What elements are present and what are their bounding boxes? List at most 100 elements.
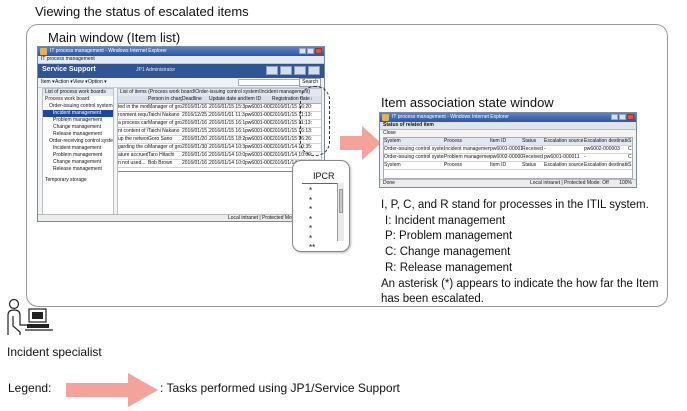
column-header[interactable]: Escalation source item ID: [544, 138, 584, 144]
table-cell: pw6001-000011: [490, 146, 522, 152]
figure-title: Viewing the status of escalated items: [35, 4, 249, 19]
table-cell: Escalation source item ID: [544, 162, 584, 168]
minimize-button[interactable]: [299, 48, 306, 54]
table-cell: -: [544, 146, 546, 152]
table-cell: Escalation destination item ID: [584, 162, 628, 168]
escalation-mark: *: [309, 186, 313, 195]
tree-node[interactable]: Change management: [53, 124, 102, 130]
column-header[interactable]: Person in charge: [148, 96, 182, 102]
table-cell: 2016/01/20 18:00: [182, 136, 209, 142]
search-input[interactable]: [238, 79, 308, 86]
tree-node[interactable]: Order-receiving control system: [49, 138, 113, 144]
ipcr-zoom-callout: IPCR * * * * * * **: [292, 160, 350, 252]
column-header[interactable]: Escalation destination item ID: [584, 138, 628, 144]
table-cell: Item ID: [490, 162, 507, 168]
ipcr-highlight: [300, 86, 330, 156]
item-list: List of items (Process work board\Order-…: [117, 88, 322, 216]
tree-node[interactable]: Process work board: [45, 96, 90, 102]
column-header[interactable]: Item ID: [490, 138, 507, 144]
table-cell: Problem management: [444, 154, 490, 160]
table-cell: 2016/01/14 10:09:02: [272, 152, 312, 158]
settings-icon[interactable]: [280, 66, 292, 75]
close-link[interactable]: Close: [383, 130, 396, 136]
tree-node[interactable]: Release management: [53, 131, 102, 137]
help-icon[interactable]: [294, 66, 306, 75]
column-header[interactable]: System: [384, 138, 401, 144]
column-header[interactable]: Registration date and: [272, 96, 312, 102]
table-cell: Status: [522, 162, 537, 168]
main-window: IT process management - Windows Internet…: [37, 46, 325, 222]
column-header[interactable]: Deadline: [182, 96, 202, 102]
item-list-header: List of items (Process work board\Order-…: [118, 89, 321, 96]
table-row[interactable]: garding the compan...Manager of groupB20…: [118, 144, 321, 152]
logout-icon[interactable]: [308, 66, 320, 75]
table-cell: 2016/01/30 17:00: [182, 144, 209, 150]
app-banner: Service Support JP1 Administrator: [38, 64, 324, 78]
ipcr-header: IPCR: [313, 171, 335, 181]
table-row[interactable]: ronment request...Taichi Nakano2016/12/2…: [118, 112, 321, 120]
panel-title: Status of related item: [380, 122, 636, 130]
tree-node[interactable]: Release management: [53, 166, 102, 172]
tree-node[interactable]: Change management: [53, 159, 102, 165]
column-header[interactable]: Process: [444, 138, 463, 144]
table-cell: 2016/01/15 11:13:19: [272, 120, 312, 126]
minimize-button[interactable]: [611, 114, 618, 120]
table-cell: pw6001-000001: [245, 152, 272, 158]
table-cell: a process cannot c...: [118, 120, 148, 126]
work-board-tree: List of process work boards Process work…: [42, 88, 114, 216]
maximize-button[interactable]: [307, 48, 314, 54]
table-cell: System: [384, 162, 401, 168]
table-row[interactable]: nt content of Compan...Taichi Nakano2016…: [118, 128, 321, 136]
assoc-window: IT process management - Windows Internet…: [379, 112, 637, 188]
menu-option[interactable]: Option ▾: [88, 79, 107, 85]
escalation-mark: **: [309, 243, 316, 252]
table-cell: pw6001-000011: [544, 154, 580, 160]
table-cell: pw6001-000006: [245, 112, 272, 118]
tree-node[interactable]: Problem management: [53, 117, 103, 123]
browser-tab[interactable]: IT process management: [38, 56, 324, 64]
table-cell: Incident management: [444, 146, 490, 152]
table-row[interactable]: Order-issuing control systemIncident man…: [384, 146, 632, 154]
table-cell: 2016/01/15 16:13:25: [209, 120, 245, 126]
tree-node-selected[interactable]: Incident management: [43, 110, 113, 117]
menu-action[interactable]: Action ▾: [55, 79, 73, 85]
table-row[interactable]: ature accrued to...Taro Hitachi2016/01/1…: [118, 152, 321, 160]
maximize-button[interactable]: [619, 114, 626, 120]
table-row[interactable]: a process cannot c...Manager of groupB20…: [118, 120, 321, 128]
menu-item[interactable]: Item ▾: [41, 79, 55, 85]
table-cell: n not used...: [118, 160, 146, 166]
tree-node[interactable]: Incident management: [53, 145, 102, 151]
main-window-titlebar: IT process management - Windows Internet…: [38, 47, 324, 56]
person-label: Incident specialist: [7, 345, 102, 359]
zoom-level[interactable]: 100%: [619, 180, 632, 186]
tree-node[interactable]: Temporary storage: [45, 177, 87, 183]
assoc-window-titlebar: IT process management - Windows Internet…: [380, 113, 636, 122]
close-button[interactable]: [315, 48, 322, 54]
table-cell: 2016/01/16 22:00: [182, 152, 209, 158]
person-at-computer-icon: [7, 298, 53, 335]
tree-node[interactable]: Order-issuing control system: [49, 103, 113, 109]
escalation-mark: *: [309, 205, 313, 214]
menu-view[interactable]: View ▾: [73, 79, 88, 85]
column-header[interactable]: Item ID: [245, 96, 262, 102]
table-cell: Taichi Nakano: [148, 112, 180, 118]
table-cell: Received: [522, 146, 543, 152]
table-cell: 2016/12/25 20:30: [182, 112, 209, 118]
home-icon[interactable]: [266, 66, 278, 75]
table-cell: 2016/01/15 16:13:26: [209, 128, 245, 134]
table-cell: -: [584, 154, 586, 160]
column-header[interactable]: Update date and time: [209, 96, 245, 102]
callout-scrollbar[interactable]: [337, 183, 344, 241]
close-button[interactable]: [627, 114, 634, 120]
column-header[interactable]: Status: [522, 138, 537, 144]
table-cell: 2016/01/15 20:30: [182, 128, 209, 134]
table-cell: 2016/01/15 16:20:20: [272, 104, 312, 110]
column-header[interactable]: S: [628, 138, 632, 144]
table-row[interactable]: ted in the mont...Manager of groupB2016/…: [118, 104, 321, 112]
tree-node[interactable]: Problem management: [53, 152, 103, 158]
table-cell: 2016/01/14 10:09:02: [209, 160, 245, 166]
table-row[interactable]: Order-issuing control systemProblem mana…: [384, 154, 632, 162]
